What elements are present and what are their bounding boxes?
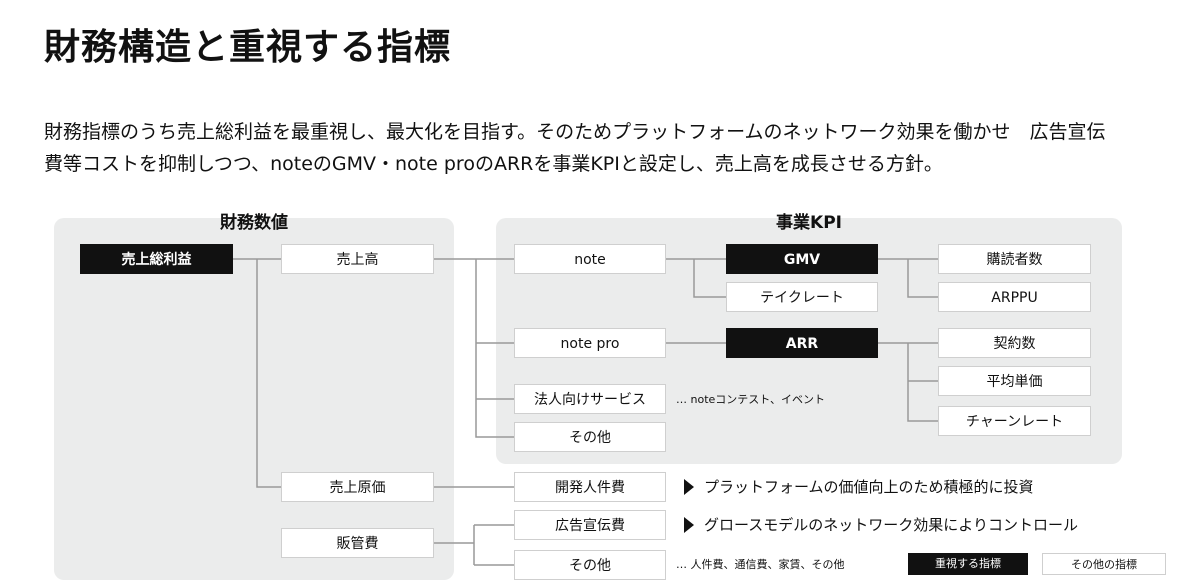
take-rate-box: テイクレート (726, 282, 878, 312)
advertising-box: 広告宣伝費 (514, 510, 666, 540)
description-line-1: 財務指標のうち売上総利益を最重視し、最大化を目指す。そのためプラットフォームのネ… (44, 121, 1106, 143)
dev-personnel-box: 開発人件費 (514, 472, 666, 502)
note-pro-box: note pro (514, 328, 666, 358)
description-line-2: 費等コストを抑制しつつ、noteのGMV・note proのARRを事業KPIと… (44, 153, 943, 175)
gross-profit-box: 売上総利益 (80, 244, 233, 274)
ad-arrow-note: グロースモデルのネットワーク効果によりコントロール (704, 516, 1078, 534)
note-box: note (514, 244, 666, 274)
description: 財務指標のうち売上総利益を最重視し、最大化を目指す。そのためプラットフォームのネ… (44, 116, 1174, 180)
subscribers-box: 購読者数 (938, 244, 1091, 274)
kpi-panel-label: 事業KPI (776, 213, 842, 233)
cost-of-sales-box: 売上原価 (281, 472, 434, 502)
gmv-box: GMV (726, 244, 878, 274)
other-sga-note: … 人件費、通信費、家賃、その他 (676, 558, 845, 571)
sga-box: 販管費 (281, 528, 434, 558)
arppu-box: ARPPU (938, 282, 1091, 312)
triangle-arrow-icon (684, 479, 694, 495)
legend-other: その他の指標 (1042, 553, 1166, 575)
corporate-services-box: 法人向けサービス (514, 384, 666, 414)
dev-arrow-note: プラットフォームの価値向上のため積極的に投資 (704, 478, 1034, 496)
financial-panel (54, 218, 454, 580)
other-sga-box: その他 (514, 550, 666, 580)
page-title: 財務構造と重視する指標 (44, 27, 452, 68)
revenue-box: 売上高 (281, 244, 434, 274)
contracts-box: 契約数 (938, 328, 1091, 358)
average-price-box: 平均単価 (938, 366, 1091, 396)
churn-rate-box: チャーンレート (938, 406, 1091, 436)
arr-box: ARR (726, 328, 878, 358)
triangle-arrow-icon (684, 517, 694, 533)
legend-important: 重視する指標 (908, 553, 1028, 575)
other-revenue-box: その他 (514, 422, 666, 452)
financial-panel-label: 財務数値 (220, 213, 288, 233)
corporate-note: … noteコンテスト、イベント (676, 393, 826, 406)
